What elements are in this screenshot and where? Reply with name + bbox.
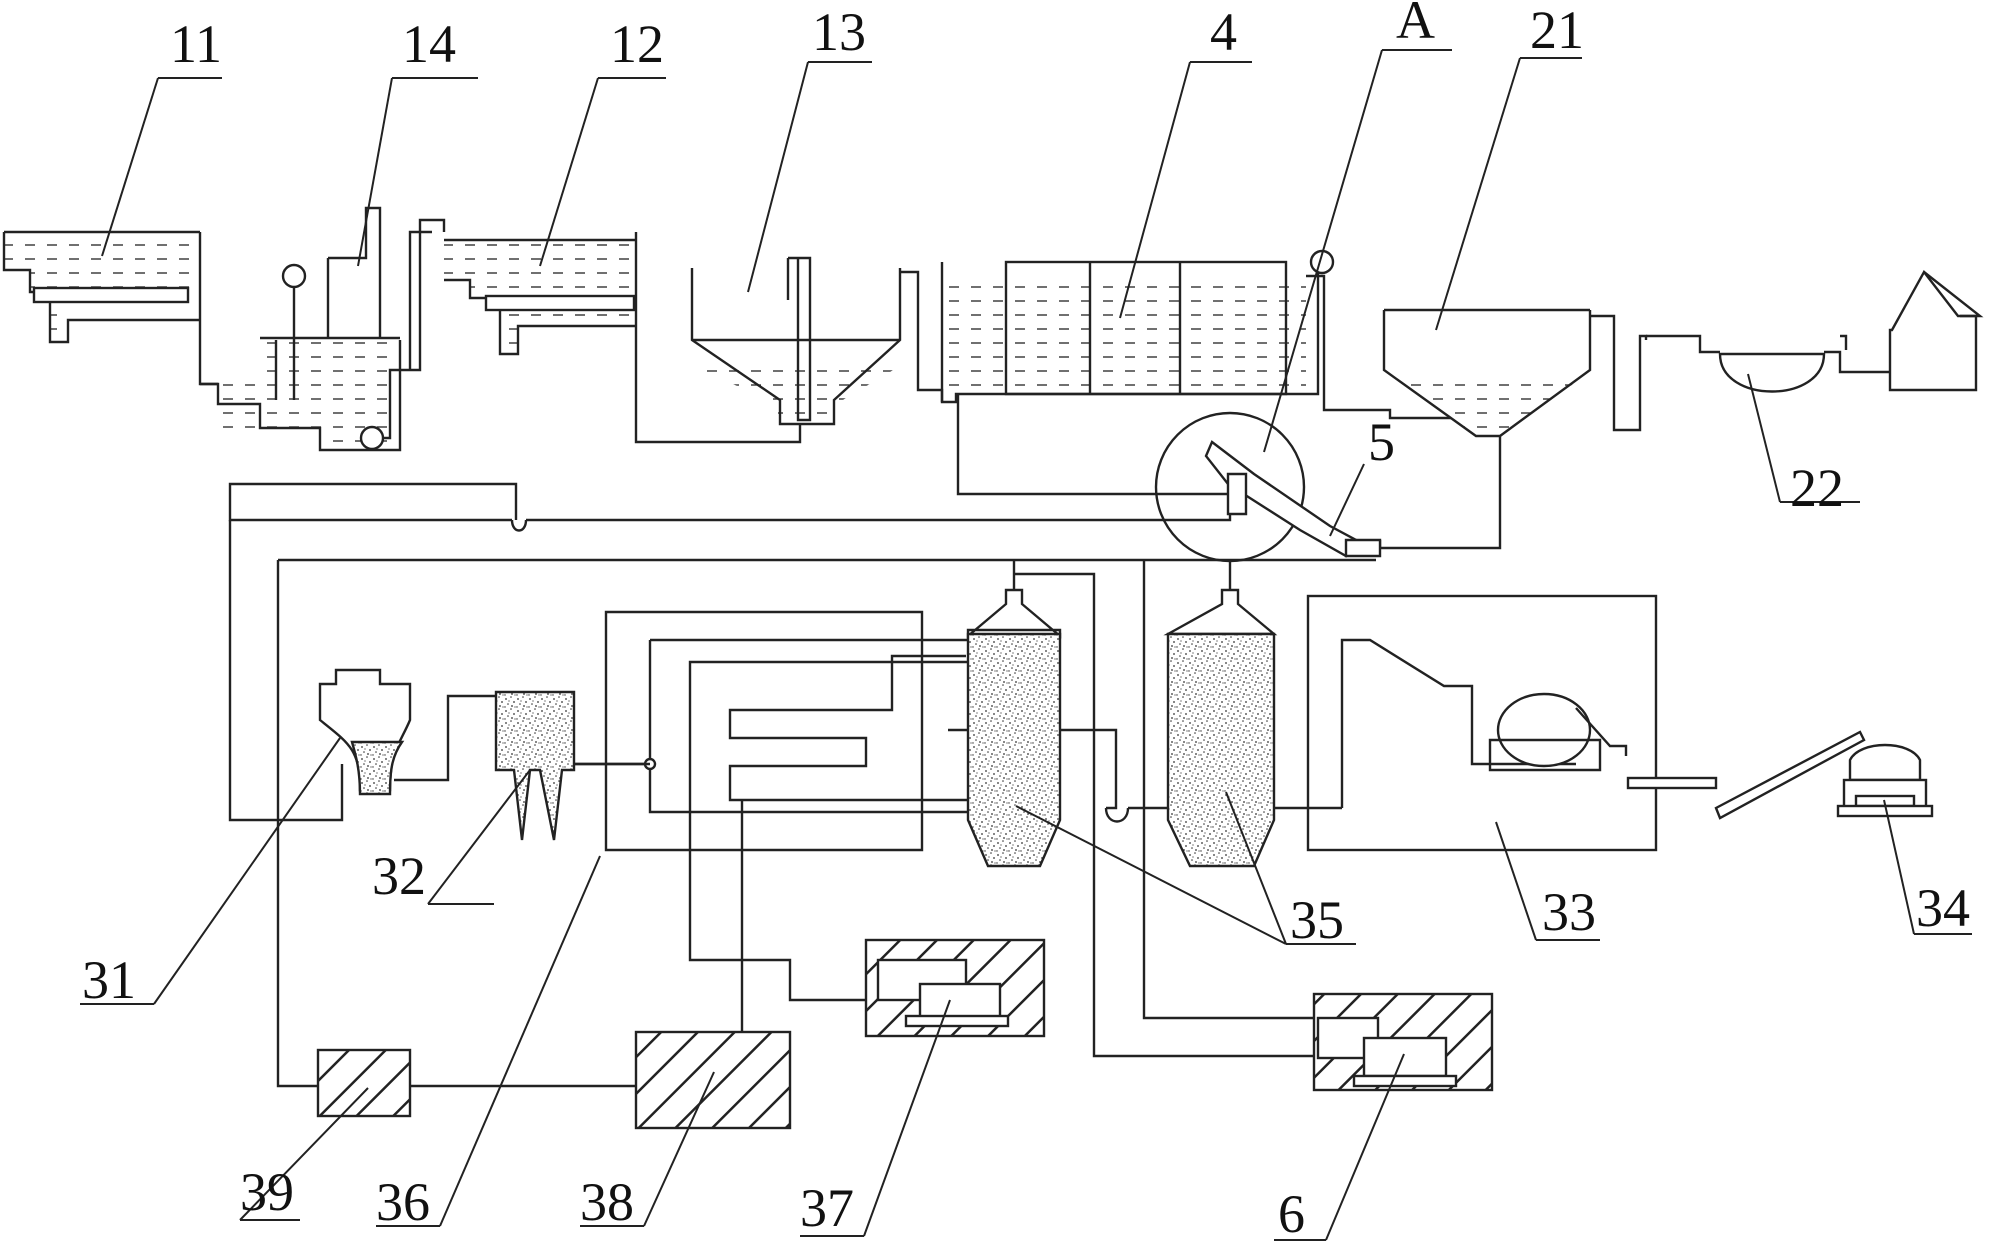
- label-22: 22: [1790, 458, 1844, 518]
- leader-lines: [80, 49, 1972, 1241]
- label-33: 33: [1542, 882, 1596, 942]
- box-39: [316, 1048, 412, 1118]
- label-38: 38: [580, 1172, 634, 1232]
- unit-34: [1714, 730, 1934, 820]
- label-4: 4: [1210, 2, 1237, 62]
- tank-4: [940, 249, 1472, 506]
- reference-labels: 11 14 12 13 4 A 21 5 22 31 32 35 33 34 3…: [82, 0, 1970, 1244]
- label-6: 6: [1278, 1184, 1305, 1244]
- label-36: 36: [376, 1172, 430, 1232]
- label-12: 12: [610, 14, 664, 74]
- box-37: [864, 938, 1046, 1038]
- machine-33: [1306, 594, 1718, 852]
- label-5: 5: [1368, 412, 1395, 472]
- label-14: 14: [402, 14, 456, 74]
- label-37: 37: [800, 1178, 854, 1238]
- box-38: [634, 1030, 792, 1130]
- box-6: [1312, 992, 1494, 1092]
- clarifier-21: [1378, 308, 1648, 550]
- label-31: 31: [82, 950, 136, 1010]
- settler-13: [690, 256, 944, 426]
- label-a: A: [1396, 0, 1435, 50]
- label-13: 13: [812, 2, 866, 62]
- pool-12: [444, 232, 802, 444]
- label-34: 34: [1916, 878, 1970, 938]
- label-21: 21: [1530, 0, 1584, 60]
- piping-network: [228, 520, 1390, 1088]
- label-39: 39: [240, 1162, 294, 1222]
- tower-35-right: [1163, 588, 1278, 868]
- unit-32: [494, 690, 650, 841]
- label-32: 32: [372, 846, 426, 906]
- pool-11: [2, 230, 218, 386]
- basin-22: [1646, 269, 1984, 393]
- label-11: 11: [170, 14, 222, 74]
- label-35: 35: [1290, 890, 1344, 950]
- tower-35-left: [966, 588, 1062, 868]
- detail-circle-a: [228, 411, 1382, 563]
- hopper-31: [318, 668, 496, 796]
- pump-sump-14: [200, 206, 446, 452]
